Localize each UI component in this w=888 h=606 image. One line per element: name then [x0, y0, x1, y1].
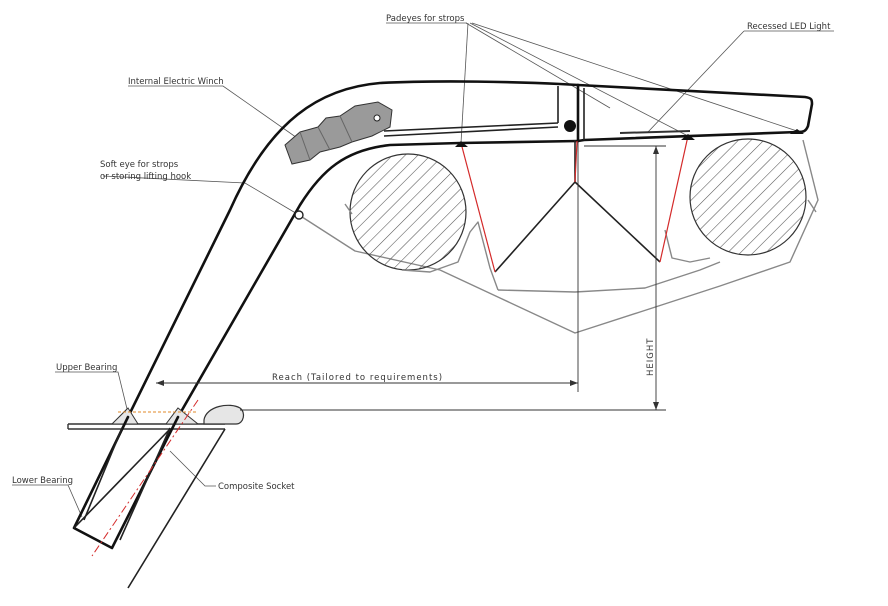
label-height: HEIGHT: [646, 338, 656, 376]
davit-post: [67, 399, 245, 589]
label-soft-eye-1: Soft eye for strops: [100, 160, 179, 170]
tender-boat: [298, 138, 819, 334]
davit-arm: [126, 80, 814, 419]
padeyes: [455, 129, 804, 147]
label-upper-bearing: Upper Bearing: [56, 363, 117, 373]
label-led-light: Recessed LED Light: [747, 22, 831, 32]
label-padeyes: Padeyes for strops: [386, 14, 465, 24]
label-lower-bearing: Lower Bearing: [12, 476, 73, 486]
label-composite-socket: Composite Socket: [218, 482, 295, 492]
leader-lines: [12, 22, 834, 518]
soft-eye-icon: [294, 210, 304, 220]
label-electric-winch: Internal Electric Winch: [128, 77, 224, 87]
label-reach: Reach (Tailored to requirements): [272, 373, 443, 383]
dimension-lines: [156, 142, 666, 411]
right-tube: [689, 138, 807, 256]
label-soft-eye-2: or storing lifting hook: [100, 172, 191, 182]
annotations: Padeyes for strops Recessed LED Light In…: [12, 14, 831, 492]
left-tube: [349, 153, 467, 271]
strops: [460, 135, 689, 273]
electric-winch-icon: [284, 101, 393, 165]
